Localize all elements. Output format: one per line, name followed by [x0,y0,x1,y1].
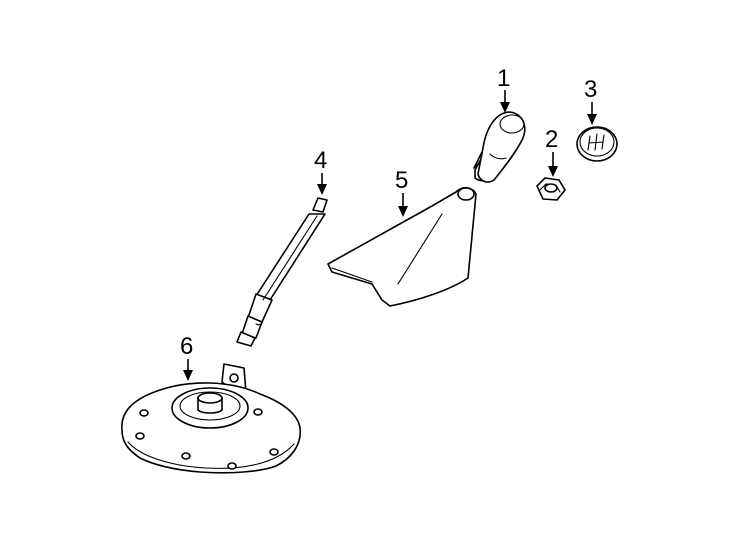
callout-2: 2 [545,126,558,177]
callout-label-4: 4 [314,147,327,174]
callout-5: 5 [395,167,408,217]
part-6-lever-base-plate [121,363,301,474]
part-1-shift-knob [473,111,526,183]
callout-6: 6 [180,333,193,381]
callout-label-1: 1 [497,65,510,92]
callout-label-3: 3 [584,76,597,103]
callout-label-5: 5 [395,167,408,194]
callout-1: 1 [497,65,510,113]
callout-4: 4 [314,147,327,195]
callout-label-2: 2 [545,126,558,153]
callout-label-6: 6 [180,333,193,360]
part-5-shift-boot [327,186,477,307]
part-2-nut [536,177,566,201]
callout-3: 3 [584,76,597,125]
part-3-shift-pattern-cap [576,126,618,162]
part-4-shift-lever [236,197,328,347]
